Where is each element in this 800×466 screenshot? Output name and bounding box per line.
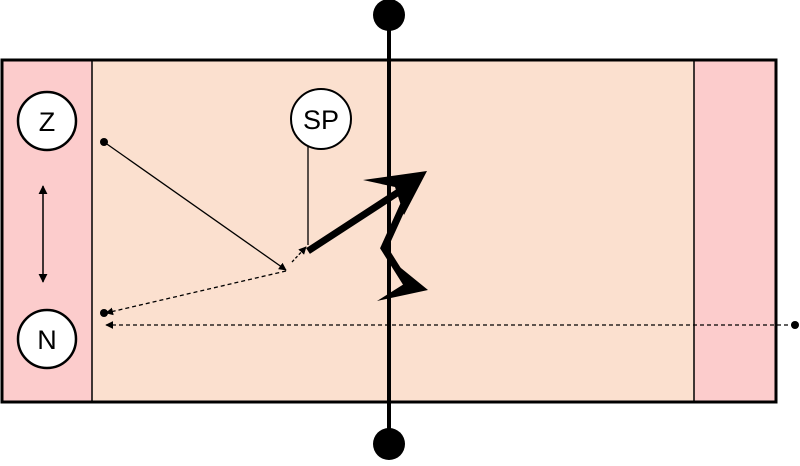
net-post-bottom: [373, 428, 405, 460]
marker-label-z: Z: [39, 107, 56, 137]
sp-dashed-arrow: [291, 246, 307, 263]
z-movement-arrow: [103, 141, 287, 271]
bold-arrowhead-bottom: [377, 264, 428, 301]
bold-zigzag-path: [306, 172, 423, 288]
net-post-top: [373, 0, 405, 31]
player-marker-sp[interactable]: SP: [290, 88, 352, 150]
player-marker-z[interactable]: Z: [16, 90, 78, 152]
bold-arrowhead-top: [363, 171, 427, 215]
marker-label-n: N: [37, 325, 57, 355]
pass-dashed-arrow: [105, 270, 287, 316]
right-end-zone: [694, 60, 776, 402]
player-marker-n[interactable]: N: [16, 308, 78, 370]
marker-label-sp: SP: [303, 105, 339, 135]
